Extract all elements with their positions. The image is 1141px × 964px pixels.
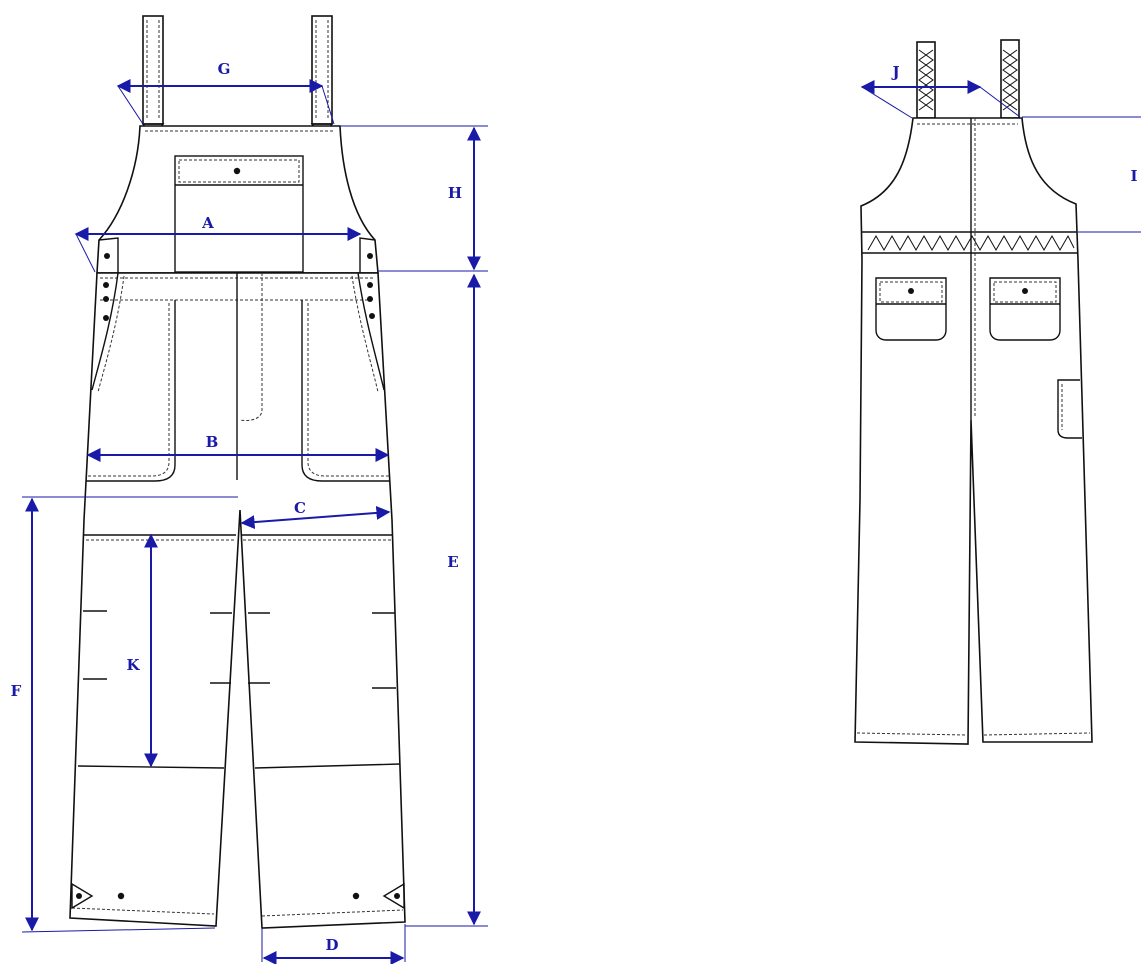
dimension-C: C bbox=[240, 499, 391, 530]
dimension-K: K bbox=[126, 533, 158, 768]
label-H: H bbox=[448, 184, 462, 202]
back-view bbox=[854, 39, 1093, 745]
dimension-J: J bbox=[860, 63, 1021, 119]
back-left-strap bbox=[916, 41, 936, 119]
label-J: J bbox=[890, 63, 899, 81]
back-right-strap bbox=[1000, 39, 1020, 119]
dimension-I: I bbox=[1022, 116, 1141, 233]
label-D: D bbox=[325, 936, 338, 954]
label-C: C bbox=[294, 499, 306, 517]
back-right-pocket bbox=[989, 277, 1061, 341]
front-left-strap bbox=[141, 15, 165, 140]
bib-pocket bbox=[174, 155, 304, 273]
dimension-B: B bbox=[86, 433, 390, 462]
dimension-E: E bbox=[405, 273, 488, 927]
back-dimensions: J I bbox=[860, 63, 1141, 233]
back-body bbox=[854, 117, 1093, 745]
dimension-A: A bbox=[74, 214, 362, 273]
front-bib bbox=[96, 125, 379, 274]
label-B: B bbox=[206, 433, 219, 451]
label-K: K bbox=[126, 656, 140, 674]
dimension-G: G bbox=[116, 60, 335, 125]
dimension-D: D bbox=[261, 924, 406, 964]
label-A: A bbox=[201, 214, 214, 232]
front-view bbox=[69, 15, 406, 929]
label-E: E bbox=[447, 553, 458, 571]
dimension-H: H bbox=[340, 125, 488, 272]
label-I: I bbox=[1130, 167, 1137, 185]
back-left-pocket bbox=[875, 277, 947, 341]
front-right-strap bbox=[310, 15, 334, 140]
label-G: G bbox=[218, 60, 231, 78]
dimension-F: F bbox=[11, 496, 238, 933]
front-dimensions: G H A B C E bbox=[11, 60, 488, 964]
label-F: F bbox=[11, 682, 22, 700]
